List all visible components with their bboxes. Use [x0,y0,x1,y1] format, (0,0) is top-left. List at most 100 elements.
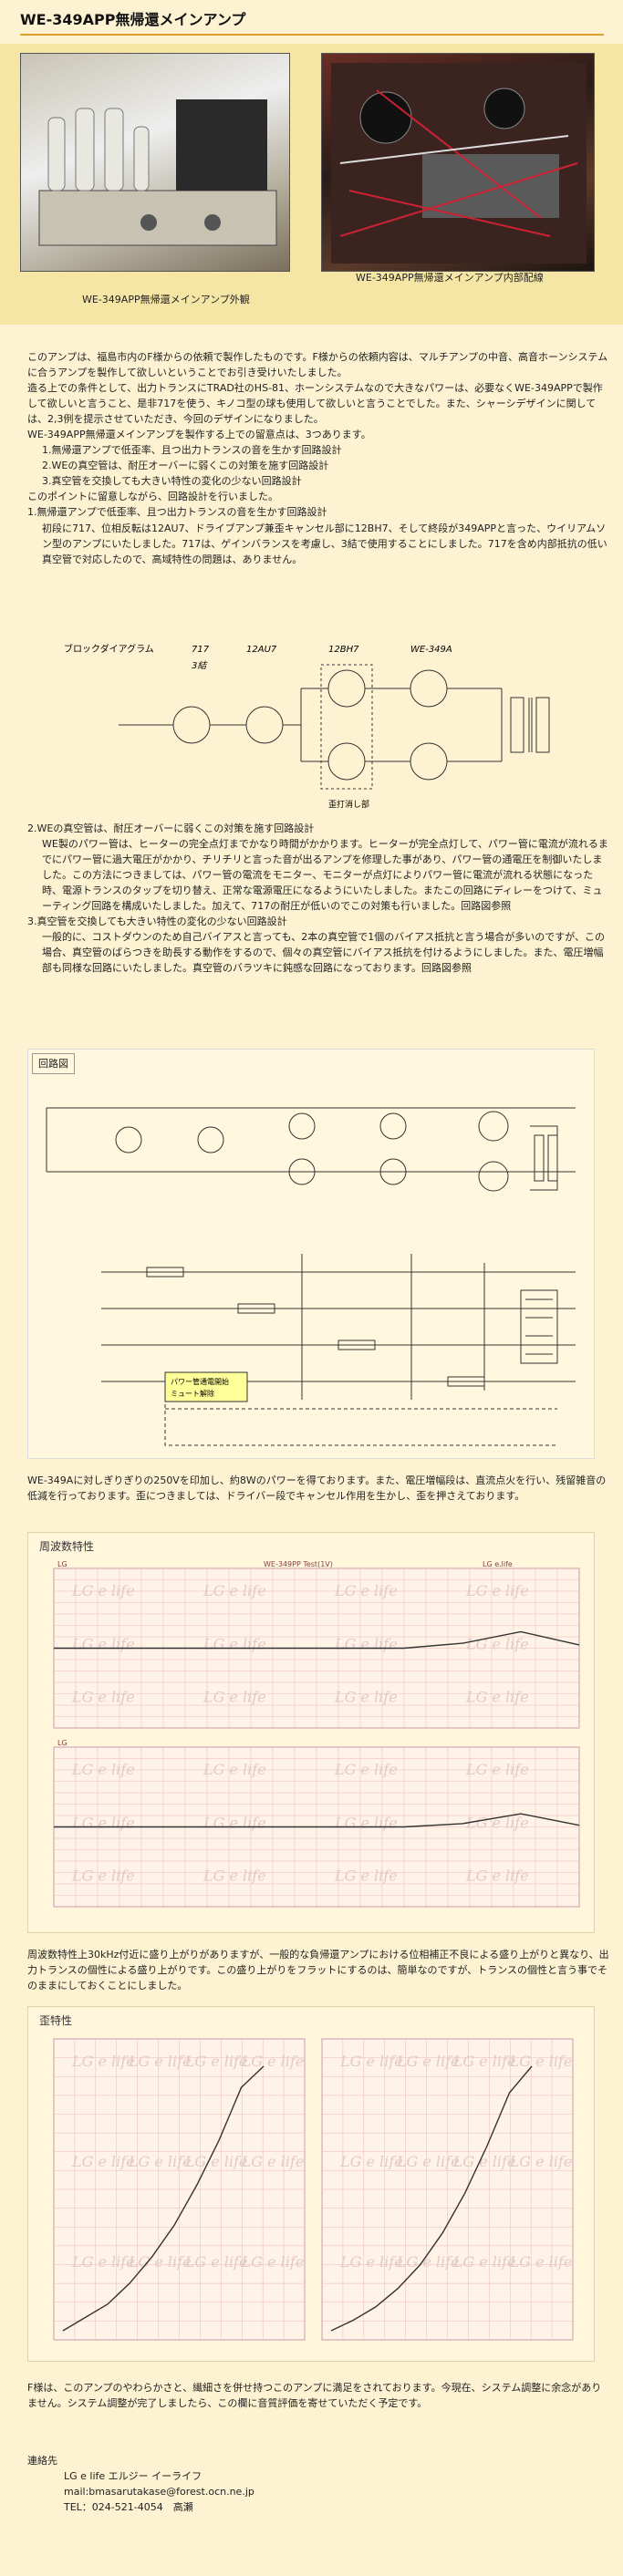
output-transformer [510,697,524,753]
contact-title: 連絡先 [27,2455,57,2467]
freq-series-1 [54,1630,580,1649]
chart-watermark: LG e life [202,1635,266,1652]
chart-watermark: LG e life [71,1814,135,1831]
tube-12au7-circle [245,706,284,744]
tube-12bh7-a-circle [327,669,366,708]
chart-watermark: LG e life [71,1688,135,1705]
block-diagram: ブロックダイアグラム 717 3結 12AU7 12BH7 WE-349A 歪打… [27,625,593,843]
chart-watermark: LG e life [128,2153,192,2170]
chart-watermark: LG e life [339,2153,403,2170]
chart-watermark: LG e life [396,2153,460,2170]
freq-chart-header: LG e.life [483,1560,513,1568]
tube-12bh7-b-circle [327,742,366,781]
chart-watermark: LG e life [334,1867,398,1884]
chart-watermark: LG e life [128,2253,192,2271]
chart-watermark: LG e life [71,1761,135,1778]
chart-watermark: LG e life [465,1867,529,1884]
chart-watermark: LG e life [465,1635,529,1652]
freq-chart-header: WE-349PP Test(1V) [264,1560,333,1568]
amp-exterior-photo [20,53,290,272]
freq-response-title: 周波数特性 [39,1540,95,1553]
section1-body: 初段に717、位相反転は12AU7、ドライブアンプ兼歪キャンセル部に12BH7、… [42,522,607,565]
page-title: WE-349APP無帰還メインアンプ [20,9,604,36]
chart-watermark: LG e life [202,1761,266,1778]
chart-watermark: LG e life [452,2153,516,2170]
contact-line-2[interactable]: mail:bmasarutakase@forest.ocn.ne.jp [64,2486,254,2498]
chart-watermark: LG e life [202,1867,266,1884]
chart-watermark: LG e life [71,1867,135,1884]
chart-watermark: LG e life [452,2253,516,2271]
sections-2-3: 2.WEの真空管は、耐圧オーバーに弱くこの対策を施す回路設計 WE製のパワー管は… [27,821,611,976]
after-freq-body: 周波数特性上30kHz付近に盛り上がりがありますが、一般的な負帰還アンプにおける… [27,1949,609,1992]
design-point-2: 2.WEの真空管は、耐圧オーバーに弱くこの対策を施す回路設計 [42,460,329,472]
section2-body: WE製のパワー管は、ヒーターの完全点灯までかなり時間がかかります。ヒーターが完全… [42,838,608,913]
label-717-note: 3結 [192,660,208,671]
chart-watermark: LG e life [509,2053,573,2070]
chart-watermark: LG e life [202,1814,266,1831]
section1-heading: 1.無帰還アンプで低歪率、且つ出力トランスの音を生かす回路設計 [27,506,327,519]
closing: F様は、このアンプのやわらかさと、繊細さを併せ持つこのアンプに満足をされておりま… [27,2380,611,2411]
amp-interior-photo [321,53,595,272]
chart-watermark: LG e life [334,1635,398,1652]
chart-watermark: LG e life [509,2153,573,2170]
chart-watermark: LG e life [396,2053,460,2070]
chart-watermark: LG e life [509,2253,573,2271]
chart-watermark: LG e life [334,1582,398,1599]
chart-watermark: LG e life [334,1761,398,1778]
chart-watermark: LG e life [128,2053,192,2070]
block-diagram-title: ブロックダイアグラム [64,643,154,655]
interior-caption: WE-349APP無帰還メインアンプ内部配線 [356,272,544,284]
chart-watermark: LG e life [465,1814,529,1831]
chart-watermark: LG e life [71,1635,135,1652]
tube-349a-a-circle [410,669,448,708]
chart-watermark: LG e life [241,2153,305,2170]
chart-watermark: LG e life [71,1582,135,1599]
freq-chart-header: LG [57,1739,67,1747]
chart-watermark: LG e life [465,1688,529,1705]
schematic-figure: 回路図 パワー管通電開始 ミュート解除 [27,1049,595,1459]
schematic-title: 回路図 [32,1053,75,1075]
after-schematic-body: WE-349Aに対しぎりぎりの250Vを印加し、約8Wのパワーを得ております。ま… [27,1474,607,1503]
intro-paragraph-4: このポイントに留意しながら、回路設計を行いました。 [27,491,278,503]
chart-watermark: LG e life [71,2053,135,2070]
chart-watermark: LG e life [465,1582,529,1599]
chart-watermark: LG e life [184,2253,248,2271]
intro-paragraph-2: 造る上での条件として、出力トランスにTRAD社のHS-81、ホーンシステムなので… [27,382,603,426]
after-schematic: WE-349Aに対しぎりぎりの250Vを印加し、約8Wのパワーを得ております。ま… [27,1473,611,1504]
section2-heading: 2.WEの真空管は、耐圧オーバーに弱くこの対策を施す回路設計 [27,822,315,834]
freq-chart-header: LG [57,1560,67,1568]
distortion-title: 歪特性 [39,2014,73,2027]
chart-watermark: LG e life [202,1688,266,1705]
schematic-note-line1: パワー管通電開始 [171,1377,229,1386]
design-point-3: 3.真空管を交換しても大きい特性の変化の少ない回路設計 [42,475,302,488]
freq-response-panel: 周波数特性 LG e life LG e life LG e life LG e li… [27,1532,595,1933]
after-freq: 周波数特性上30kHz付近に盛り上がりがありますが、一般的な負帰還アンプにおける… [27,1947,611,1993]
chart-watermark: LG e life [241,2053,305,2070]
schematic-note-line2: ミュート解除 [171,1389,214,1398]
chart-watermark: LG e life [71,2253,135,2271]
chart-watermark: LG e life [396,2253,460,2271]
closing-body: F様は、このアンプのやわらかさと、繊細さを併せ持つこのアンプに満足をされておりま… [27,2382,602,2410]
label-we349a: WE-349A [410,645,452,655]
hero-section: WE-349APP無帰還メインアンプ内部配線 WE-349APP無帰還メインアン… [0,44,623,325]
chart-watermark: LG e life [184,2053,248,2070]
intro-paragraph-1: このアンプは、福島市内のF様からの依頼で製作したものです。F様からの依頼内容は、… [27,351,608,379]
contact-line-1: LG e life エルジー イーライフ [64,2470,202,2483]
chart-watermark: LG e life [241,2253,305,2271]
chart-watermark: LG e life [339,2253,403,2271]
chart-watermark: LG e life [334,1814,398,1831]
distortion-series-1 [62,2065,265,2332]
chart-watermark: LG e life [71,2153,135,2170]
chart-watermark: LG e life [202,1582,266,1599]
design-point-1: 1.無帰還アンプで低歪率、且つ出力トランスの音を生かす回路設計 [42,444,342,457]
tube-717-circle [172,706,211,744]
label-717: 717 [192,645,210,655]
contact-section: 連絡先 LG e life エルジー イーライフ mail:bmasarutak… [27,2453,611,2515]
chart-watermark: LG e life [334,1688,398,1705]
tube-349a-b-circle [410,742,448,781]
chart-watermark: LG e life [339,2053,403,2070]
section3-body: 一般的に、コストダウンのため自己バイアスと言っても、2本の真空管で1個のバイアス… [42,931,606,975]
freq-series-2 [54,1812,580,1827]
